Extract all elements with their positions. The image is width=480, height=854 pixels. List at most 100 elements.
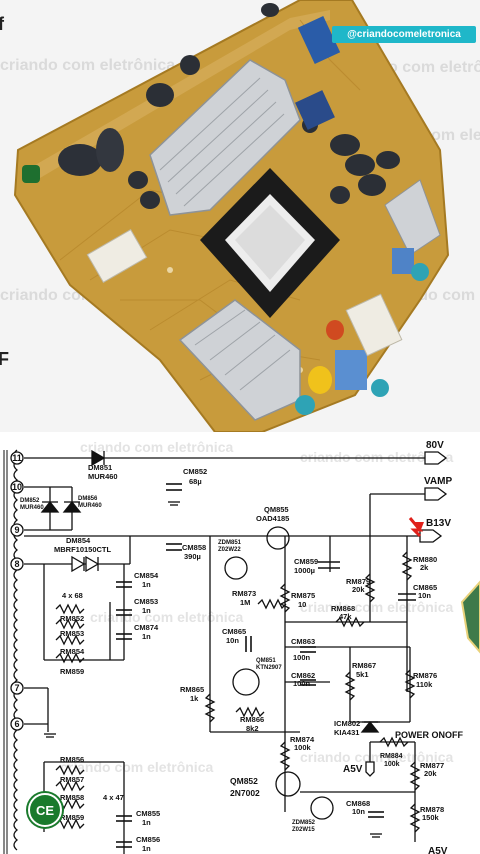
component-ref: RM858 bbox=[60, 793, 84, 802]
component-ref: CM858 bbox=[182, 543, 206, 552]
pin-label: 6 bbox=[14, 719, 19, 729]
component-ref: RM876 bbox=[413, 671, 437, 680]
component-value: 68µ bbox=[189, 477, 202, 486]
component-ref: RM879 bbox=[346, 577, 370, 586]
component-value: Z02W22 bbox=[218, 547, 241, 553]
capacitor-symbols bbox=[116, 483, 416, 848]
component-ref: CM874 bbox=[134, 623, 159, 632]
red-arrow-head-icon bbox=[412, 522, 424, 532]
component-value: Z02W15 bbox=[292, 827, 315, 833]
pin-label: 9 bbox=[14, 525, 19, 535]
component-value: MUR460 bbox=[78, 503, 102, 509]
svg-text:f: f bbox=[0, 14, 5, 34]
component-value: MUR460 bbox=[88, 472, 118, 481]
component-value: 47k bbox=[339, 612, 352, 621]
component-ref: CM853 bbox=[134, 597, 158, 606]
component-value: 1n bbox=[142, 844, 151, 853]
watermark-text: criando com eletrônica bbox=[300, 449, 453, 465]
rail-b13v-label: B13V bbox=[426, 518, 451, 529]
capacitors bbox=[58, 3, 400, 209]
component-value: 110k bbox=[416, 680, 433, 689]
watermark-text: criando com eletrônica bbox=[90, 609, 243, 625]
component-value: 5k1 bbox=[356, 670, 369, 679]
watermark-text: criando com eletrônica bbox=[0, 57, 175, 74]
component-value: 100k bbox=[384, 761, 400, 768]
component-ref: RM854 bbox=[60, 647, 85, 656]
heatsink-bottom bbox=[178, 299, 301, 421]
component-ref: ZDM852 bbox=[292, 820, 316, 826]
component-value: MUR460 bbox=[20, 505, 44, 511]
component-ref: RM867 bbox=[352, 661, 376, 670]
component-value: 1k bbox=[190, 694, 199, 703]
component-value: 10 bbox=[298, 600, 306, 609]
component-ref: DM856 bbox=[78, 496, 98, 502]
component-value: OAD4185 bbox=[256, 514, 289, 523]
schematic-drawing: criando com eletrônica criando com eletr… bbox=[3, 439, 480, 854]
channel-logo: CE bbox=[28, 793, 62, 827]
diode-symbols bbox=[40, 449, 380, 733]
component-ref: ZDM851 bbox=[218, 540, 242, 546]
component-ref: RM859 bbox=[60, 813, 84, 822]
component-value: 10n bbox=[226, 636, 239, 645]
component-value: 2N7002 bbox=[230, 788, 260, 798]
pin-label: 11 bbox=[12, 453, 22, 463]
component-value: KIA431 bbox=[334, 728, 359, 737]
component-value: 1n bbox=[142, 818, 151, 827]
transistor-symbols bbox=[224, 526, 334, 820]
component-ref: QM855 bbox=[264, 505, 289, 514]
component-ref: RM878 bbox=[420, 805, 444, 814]
component-ref: RM874 bbox=[290, 735, 315, 744]
component-value: 2k bbox=[420, 563, 429, 572]
component-ref: DM851 bbox=[88, 463, 112, 472]
component-ref: CM868 bbox=[346, 799, 370, 808]
component-value: 100n bbox=[293, 679, 311, 688]
component-value: 390µ bbox=[184, 552, 201, 561]
component-ref: CM865 bbox=[222, 627, 246, 636]
component-value: 1n bbox=[142, 606, 151, 615]
component-value: MBRF10150CTL bbox=[54, 545, 112, 554]
component-ref: RM877 bbox=[420, 761, 444, 770]
component-ref: RM868 bbox=[331, 604, 355, 613]
component-ref: CM863 bbox=[291, 637, 315, 646]
pcb-photo: criando com eletrônica criando com eletr… bbox=[0, 0, 480, 432]
watermark-text: criando com eletrônica bbox=[60, 759, 213, 775]
component-ref: RM880 bbox=[413, 555, 437, 564]
component-ref: RM866 bbox=[240, 715, 264, 724]
channel-handle-badge: @criandocomeletronica bbox=[332, 26, 476, 43]
component-value: 100k bbox=[294, 743, 312, 752]
component-ref: RM857 bbox=[60, 775, 84, 784]
component-value: KTN2907 bbox=[256, 665, 282, 671]
rail-a5v-label: A5V bbox=[428, 846, 448, 854]
rail-ports bbox=[365, 451, 448, 777]
component-value: 1000µ bbox=[294, 566, 315, 575]
heatsink-top bbox=[149, 59, 301, 216]
component-ref: CM865 bbox=[413, 583, 437, 592]
component-ref: CM854 bbox=[134, 571, 159, 580]
pin-label: 10 bbox=[12, 482, 22, 492]
resistor-symbols bbox=[55, 551, 421, 833]
component-ref: RM875 bbox=[291, 591, 315, 600]
resistor-array-label: 4 x 47 bbox=[103, 793, 124, 802]
watermark-text: criando com eletrônica bbox=[80, 439, 233, 455]
connector-pins bbox=[10, 451, 24, 731]
pin-label: 7 bbox=[14, 683, 19, 693]
schematic: criando com eletrônica criando com eletr… bbox=[0, 432, 480, 854]
component-ref: CM859 bbox=[294, 557, 318, 566]
component-ref: RM873 bbox=[232, 589, 256, 598]
resistor-array-label: 4 x 68 bbox=[62, 591, 83, 600]
component-ref: QM852 bbox=[230, 776, 258, 786]
heatsink-right bbox=[384, 179, 441, 256]
component-ref: DM854 bbox=[66, 536, 91, 545]
component-value: 1n bbox=[142, 632, 151, 641]
component-value: 10n bbox=[418, 591, 431, 600]
component-value: 1n bbox=[142, 580, 151, 589]
component-value: 20k bbox=[352, 585, 365, 594]
component-value: 20k bbox=[424, 769, 437, 778]
component-ref: RM852 bbox=[60, 614, 84, 623]
pcb-photo-drawing: criando com eletrônica criando com eletr… bbox=[0, 0, 480, 432]
component-value: 150k bbox=[422, 813, 440, 822]
component-value: 10n bbox=[352, 807, 365, 816]
component-ref: CM862 bbox=[291, 671, 315, 680]
component-value: 100n bbox=[293, 653, 311, 662]
component-ref: RM853 bbox=[60, 629, 84, 638]
